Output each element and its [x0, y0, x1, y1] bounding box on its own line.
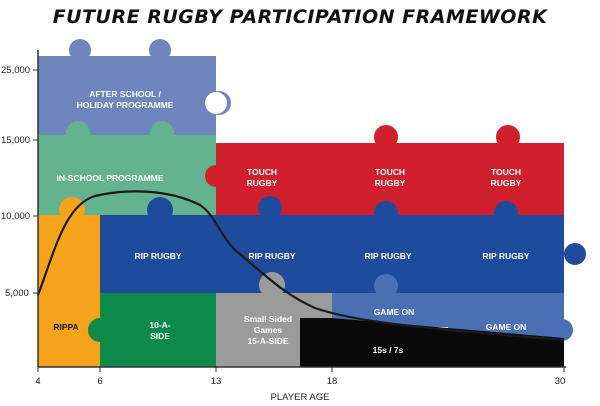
ten-a-side-line2: SIDE	[150, 331, 170, 341]
rip-rugby-3-label: RIP RUGBY	[364, 251, 411, 261]
piece-rip-rugby-1: RIP RUGBY	[100, 197, 216, 293]
y-tick-5000: 5,000	[5, 288, 29, 299]
page-title: FUTURE RUGBY PARTICIPATION FRAMEWORK	[52, 6, 548, 28]
piece-game-on-2: GAME ON	[448, 293, 573, 341]
x-tick-13: 13	[211, 376, 222, 387]
piece-rip-rugby-4: RIP RUGBY	[448, 201, 586, 293]
piece-after-school: AFTER SCHOOL / HOLIDAY PROGRAMME	[38, 39, 231, 135]
touch-rugby-3-line2: RUGBY	[491, 178, 522, 188]
ten-a-side-line1: 10-A-	[149, 320, 170, 330]
rip-rugby-1-label: RIP RUGBY	[134, 251, 181, 261]
small-sided-line3: 15-A-SIDE	[247, 336, 288, 346]
x-axis-title: PLAYER AGE	[271, 392, 330, 403]
y-tick-15000: 15,000	[1, 135, 30, 146]
participation-curve	[36, 190, 565, 342]
game-on-2-label: GAME ON	[486, 322, 527, 332]
x-tick-marks	[37, 367, 565, 372]
in-school-label: IN-SCHOOL PROGRAMME	[56, 173, 163, 183]
x-tick-4: 4	[35, 376, 40, 387]
touch-rugby-3-line1: TOUCH	[491, 167, 521, 177]
touch-rugby-2-line2: RUGBY	[375, 178, 406, 188]
y-tick-10000: 10,000	[1, 211, 30, 222]
rippa-label: RIPPA	[53, 322, 78, 332]
touch-rugby-2-line1: TOUCH	[375, 167, 405, 177]
x-tick-18: 18	[327, 376, 338, 387]
rip-rugby-4-label: RIP RUGBY	[482, 251, 529, 261]
piece-in-school: IN-SCHOOL PROGRAMME	[38, 121, 216, 215]
rip-rugby-2-label: RIP RUGBY	[248, 251, 295, 261]
x-tick-6: 6	[97, 376, 102, 387]
y-tick-25000: 25,000	[1, 65, 30, 76]
x-tick-30: 30	[555, 376, 566, 387]
after-school-line2: HOLIDAY PROGRAMME	[77, 100, 174, 110]
after-school-line1: AFTER SCHOOL /	[89, 89, 161, 99]
touch-rugby-1-line2: RUGBY	[247, 178, 278, 188]
fifteens-sevens-label: 15s / 7s	[373, 345, 404, 355]
piece-ten-a-side: 10-A- SIDE	[88, 293, 216, 367]
game-on-1-label: GAME ON	[374, 307, 415, 317]
piece-rip-rugby-3: RIP RUGBY	[332, 201, 448, 293]
y-tick-marks	[33, 69, 38, 294]
piece-fifteens-sevens: 15s / 7s	[300, 318, 564, 367]
piece-rippa: RIPPA	[38, 197, 100, 367]
piece-touch-rugby-2: TOUCH RUGBY	[332, 125, 448, 215]
small-sided-line1: Small Sided	[244, 314, 292, 324]
small-sided-line2: Games	[254, 325, 283, 335]
touch-rugby-1-line1: TOUCH	[247, 167, 277, 177]
